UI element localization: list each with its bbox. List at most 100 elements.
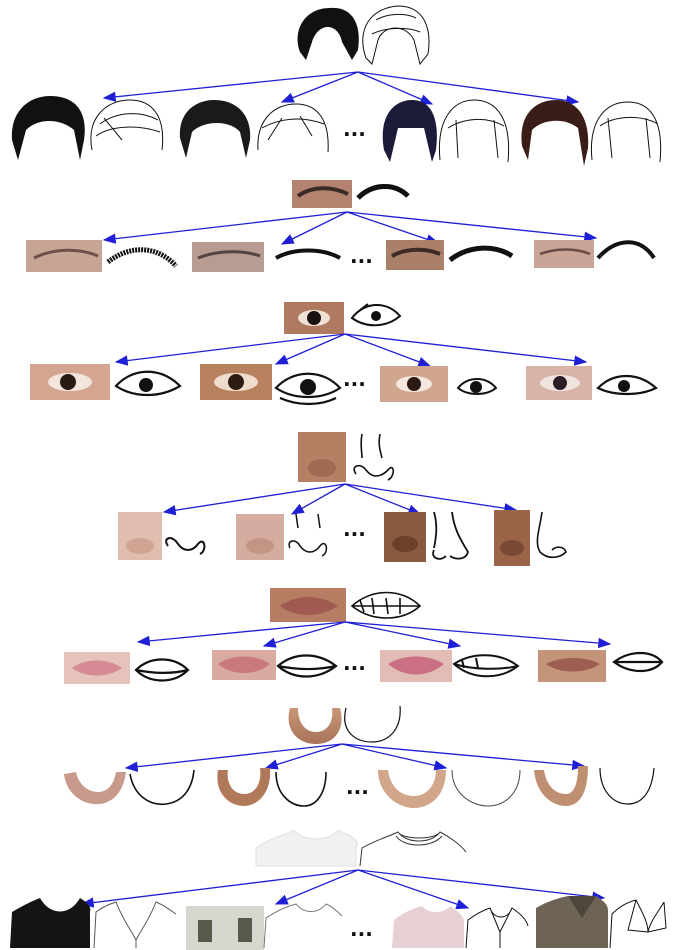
shirt-photo — [256, 830, 357, 866]
eyebrow-arrows — [104, 212, 596, 244]
eye-photo-pupil — [228, 374, 244, 390]
hair-child-2 — [180, 100, 328, 158]
shirt-photo — [10, 898, 90, 948]
chin-photo — [64, 772, 126, 804]
ellipsis-label: ... — [343, 517, 366, 541]
hair-sketch — [363, 6, 429, 64]
chin-sketch — [600, 768, 654, 804]
nose-sketch — [354, 434, 393, 480]
clothing-arrows — [82, 870, 604, 908]
shirt-sketch — [360, 832, 466, 866]
eye-photo-pupil — [407, 377, 421, 391]
mouth-sketch — [614, 653, 662, 671]
mouth-arrows — [138, 622, 610, 646]
eye-arrows — [116, 334, 586, 366]
clothing-child-3 — [392, 906, 528, 948]
eye-parent — [284, 302, 400, 334]
nose-sketch — [289, 514, 326, 556]
mouth-sketch — [136, 660, 188, 681]
eyebrow-child-1 — [26, 240, 176, 272]
shirt-photo-pocket — [198, 920, 212, 942]
clothing-child-2 — [186, 904, 342, 950]
eyebrow-sketch — [358, 186, 408, 198]
mouth-child-1 — [64, 652, 188, 684]
chin-photo — [289, 708, 342, 744]
eyebrow-sketch — [108, 250, 176, 266]
nose-parent — [298, 432, 393, 482]
eye-sketch-pupil — [139, 378, 153, 392]
eyebrow-sketch — [450, 248, 512, 260]
chin-child-3 — [378, 770, 520, 808]
eye-sketch-pupil — [470, 381, 482, 393]
chin-photo — [217, 768, 270, 806]
hair-photo — [521, 100, 588, 166]
eye-child-3 — [380, 366, 496, 402]
chin-sketch — [276, 772, 326, 806]
nose-sketch — [537, 512, 566, 557]
eye-child-4 — [526, 366, 656, 400]
mouth-child-3 — [380, 650, 518, 682]
hair-sketch — [591, 102, 660, 162]
eyebrow-child-3 — [386, 240, 512, 270]
chin-sketch — [130, 770, 194, 804]
shirt-sketch — [466, 908, 528, 948]
eye-sketch-pupil — [300, 379, 316, 395]
clothing-child-4 — [536, 896, 666, 948]
shirt-sketch — [610, 900, 666, 948]
mouth-sketch — [352, 593, 420, 619]
eye-group: ... — [30, 302, 656, 404]
ellipsis-label: ... — [343, 651, 366, 675]
eye-child-1 — [30, 364, 180, 400]
nose-sketch — [166, 538, 204, 554]
chin-sketch — [345, 706, 400, 742]
chin-photo — [534, 766, 588, 806]
mouth-parent — [270, 588, 420, 622]
shirt-photo — [186, 906, 264, 950]
ellipsis-label: ... — [350, 244, 373, 268]
nose-photo-tip — [126, 538, 154, 554]
hair-photo — [180, 100, 250, 158]
nose-child-4 — [494, 510, 566, 566]
eyebrow-group: ... — [26, 180, 654, 272]
ellipsis-label: ... — [350, 917, 373, 941]
chin-group: ... — [64, 706, 654, 808]
eye-photo-pupil — [553, 376, 567, 390]
hair-group: ... — [12, 6, 661, 166]
clothing-group: ... — [10, 830, 666, 950]
chin-parent — [289, 706, 401, 744]
eye-photo-pupil — [307, 311, 321, 325]
hair-child-4 — [521, 100, 660, 166]
ellipsis-label: ... — [343, 367, 366, 391]
nose-child-3 — [384, 512, 468, 562]
hair-child-3 — [383, 100, 509, 162]
eyebrow-sketch — [598, 242, 654, 258]
hair-photo — [383, 100, 437, 162]
shirt-sketch — [94, 902, 176, 948]
eye-sketch-pupil — [371, 311, 381, 321]
hair-arrows — [104, 72, 578, 104]
clothing-parent — [256, 830, 466, 866]
eye-child-2 — [200, 364, 340, 404]
mouth-child-2 — [212, 650, 336, 680]
mouth-group: ... — [64, 588, 662, 684]
hair-sketch — [439, 100, 508, 162]
shirt-photo — [392, 906, 464, 948]
chin-arrows — [126, 744, 584, 768]
chin-child-4 — [534, 766, 654, 806]
chin-photo — [378, 770, 446, 808]
eye-photo-pupil — [60, 374, 76, 390]
hair-photo — [298, 8, 359, 60]
eyebrow-parent — [292, 180, 408, 208]
eye-sketch-pupil — [618, 380, 630, 392]
mouth-sketch — [278, 656, 336, 677]
nose-child-1 — [118, 512, 204, 560]
eyebrow-child-2 — [192, 242, 340, 272]
nose-photo-tip — [500, 540, 524, 556]
chin-child-2 — [217, 768, 326, 806]
mouth-sketch — [454, 655, 518, 676]
hair-child-1 — [12, 96, 163, 160]
nose-sketch — [433, 512, 468, 559]
nose-photo-tip — [392, 536, 418, 552]
eyebrow-child-4 — [534, 240, 654, 268]
nose-arrows — [164, 484, 516, 514]
